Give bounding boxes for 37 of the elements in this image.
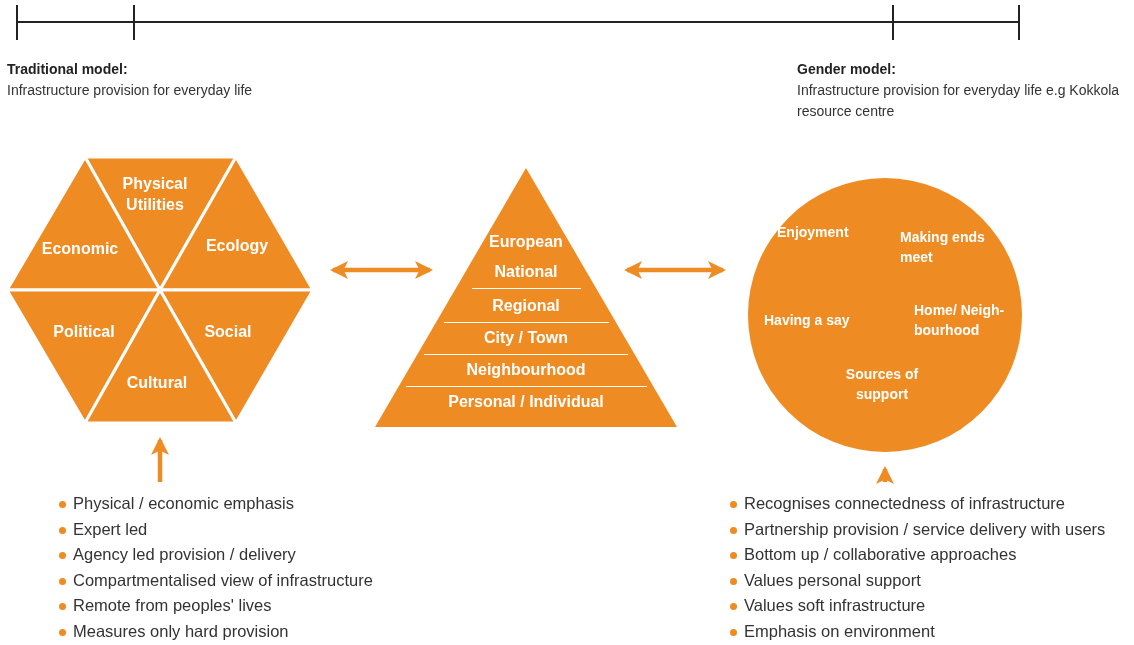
bullet-item: Compartmentalised view of infrastructure (55, 567, 415, 593)
arrow (151, 437, 169, 482)
bullet-item: Values soft infrastructure (726, 593, 1131, 619)
bullet-item: Bottom up / collaborative approaches (726, 542, 1131, 568)
bullet-item: Recognises connectedness of infrastructure (726, 491, 1131, 517)
model-heading: Traditional model: (7, 61, 128, 77)
pyramid-level: Regional (443, 292, 609, 323)
model-description: Infrastructure provision for everyday life e.g Kokkola resource centre (797, 81, 1121, 121)
arrow (876, 466, 894, 484)
model-heading: Gender model: (797, 61, 896, 77)
pyramid-level: City / Town (424, 324, 628, 355)
segment-label: Social (203, 321, 253, 342)
pyramid-level: National (471, 258, 581, 289)
circle-label: Making ends meet (900, 228, 986, 267)
segment-label: Ecology (204, 235, 270, 256)
segment-label: Cultural (125, 372, 189, 393)
arrow (624, 261, 726, 279)
pyramid-level: Neighbourhood (405, 356, 647, 387)
bullet-item: Emphasis on environment (726, 618, 1131, 644)
circle-label: Sources of support (844, 365, 920, 404)
segment-label: Economic (40, 238, 120, 259)
bullet-item: Physical / economic emphasis (55, 491, 415, 517)
circle-label: Enjoyment (777, 223, 850, 242)
pyramid-level: European (461, 228, 591, 259)
bullet-item: Partnership provision / service delivery with users (726, 516, 1131, 542)
segment-label: Political (52, 321, 116, 342)
segment-label: Physical Utilities (121, 174, 189, 215)
pyramid-level: Personal / Individual (406, 388, 646, 419)
circle-label: Home/ Neigh-bourhood (914, 301, 1006, 340)
bullet-item: Values personal support (726, 567, 1131, 593)
circle-label: Having a say (764, 311, 851, 330)
model-description: Infrastructure provision for everyday life (7, 81, 254, 100)
bullet-item: Expert led (55, 516, 415, 542)
bullet-item: Remote from peoples' lives (55, 593, 415, 619)
bullet-item: Agency led provision / delivery (55, 542, 415, 568)
arrow (330, 261, 433, 279)
bullet-item: Measures only hard provision (55, 618, 415, 644)
